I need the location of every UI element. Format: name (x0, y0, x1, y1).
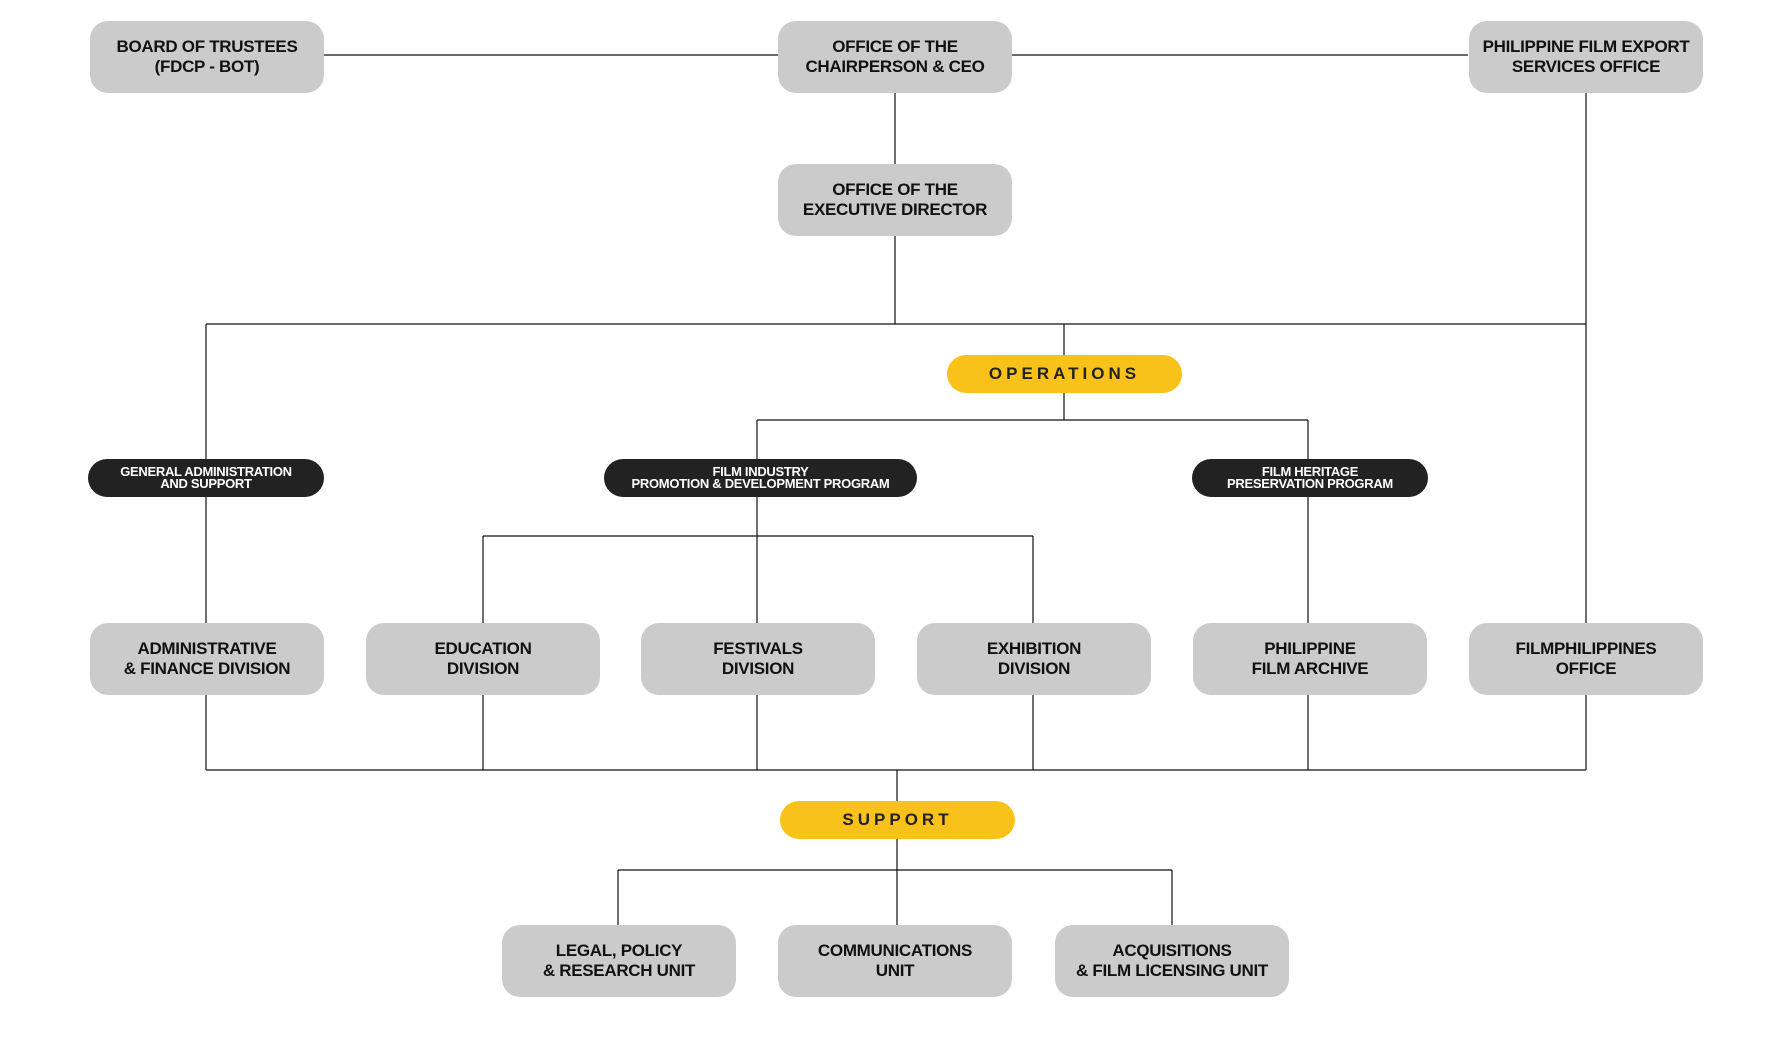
board-of-trustees-box: BOARD OF TRUSTEES (FDCP - BOT) (90, 21, 324, 93)
board-of-trustees-line-2: (FDCP - BOT) (154, 57, 260, 76)
exhibition-division-line-1: EXHIBITION (986, 639, 1082, 658)
film-heritage-program: FILM HERITAGE PRESERVATION PROGRAM (1192, 459, 1428, 497)
film-heritage-program-line-1: FILM HERITAGE (1261, 464, 1359, 479)
filmphilippines-office-line-1: FILMPHILIPPINES (1515, 639, 1657, 658)
legal-policy-research-unit-box: LEGAL, POLICY & RESEARCH UNIT (502, 925, 736, 997)
film-archive-box: PHILIPPINE FILM ARCHIVE (1193, 623, 1427, 695)
filmphilippines-office-box: FILMPHILIPPINES OFFICE (1469, 623, 1703, 695)
film-export-services-box: PHILIPPINE FILM EXPORT SERVICES OFFICE (1469, 21, 1703, 93)
exhibition-division-line-2: DIVISION (997, 659, 1071, 678)
communications-unit-line-1: COMMUNICATIONS (817, 941, 973, 960)
executive-director-line-1: OFFICE OF THE (832, 180, 958, 199)
support-section-label: SUPPORT (780, 801, 1015, 839)
communications-unit-box: COMMUNICATIONS UNIT (778, 925, 1012, 997)
acquisitions-licensing-unit-line-2: & FILM LICENSING UNIT (1075, 961, 1269, 980)
film-heritage-program-line-2: PRESERVATION PROGRAM (1227, 476, 1393, 491)
chairperson-ceo-box: OFFICE OF THE CHAIRPERSON & CEO (778, 21, 1012, 93)
film-archive-line-2: FILM ARCHIVE (1251, 659, 1369, 678)
festivals-division-line-2: DIVISION (721, 659, 795, 678)
legal-policy-research-unit-line-1: LEGAL, POLICY (555, 941, 683, 960)
exhibition-division-box: EXHIBITION DIVISION (917, 623, 1151, 695)
filmphilippines-office-line-2: OFFICE (1555, 659, 1617, 678)
education-division-line-2: DIVISION (446, 659, 520, 678)
communications-unit-line-2: UNIT (875, 961, 915, 980)
general-admin-program-line-2: AND SUPPORT (160, 476, 252, 491)
festivals-division-line-1: FESTIVALS (713, 639, 803, 658)
chairperson-ceo-line-1: OFFICE OF THE (832, 37, 958, 56)
operations-section-label: OPERATIONS (947, 355, 1182, 393)
film-industry-program-line-1: FILM INDUSTRY (712, 464, 809, 479)
film-export-services-line-1: PHILIPPINE FILM EXPORT (1482, 37, 1690, 56)
education-division-line-1: EDUCATION (434, 639, 532, 658)
admin-finance-division-box: ADMINISTRATIVE & FINANCE DIVISION (90, 623, 324, 695)
acquisitions-licensing-unit-box: ACQUISITIONS & FILM LICENSING UNIT (1055, 925, 1289, 997)
executive-director-line-2: EXECUTIVE DIRECTOR (802, 200, 988, 219)
admin-finance-division-line-1: ADMINISTRATIVE (137, 639, 277, 658)
film-archive-line-1: PHILIPPINE (1264, 639, 1356, 658)
board-of-trustees-line-1: BOARD OF TRUSTEES (116, 37, 298, 56)
executive-director-box: OFFICE OF THE EXECUTIVE DIRECTOR (778, 164, 1012, 236)
legal-policy-research-unit-line-2: & RESEARCH UNIT (542, 961, 696, 980)
film-export-services-line-2: SERVICES OFFICE (1511, 57, 1661, 76)
education-division-box: EDUCATION DIVISION (366, 623, 600, 695)
film-industry-program-line-2: PROMOTION & DEVELOPMENT PROGRAM (631, 476, 890, 491)
acquisitions-licensing-unit-line-1: ACQUISITIONS (1112, 941, 1232, 960)
admin-finance-division-line-2: & FINANCE DIVISION (123, 659, 291, 678)
chairperson-ceo-line-2: CHAIRPERSON & CEO (805, 57, 985, 76)
general-admin-program-line-1: GENERAL ADMINISTRATION (120, 464, 292, 479)
film-industry-program: FILM INDUSTRY PROMOTION & DEVELOPMENT PR… (604, 459, 917, 497)
general-admin-program: GENERAL ADMINISTRATION AND SUPPORT (88, 459, 324, 497)
festivals-division-box: FESTIVALS DIVISION (641, 623, 875, 695)
